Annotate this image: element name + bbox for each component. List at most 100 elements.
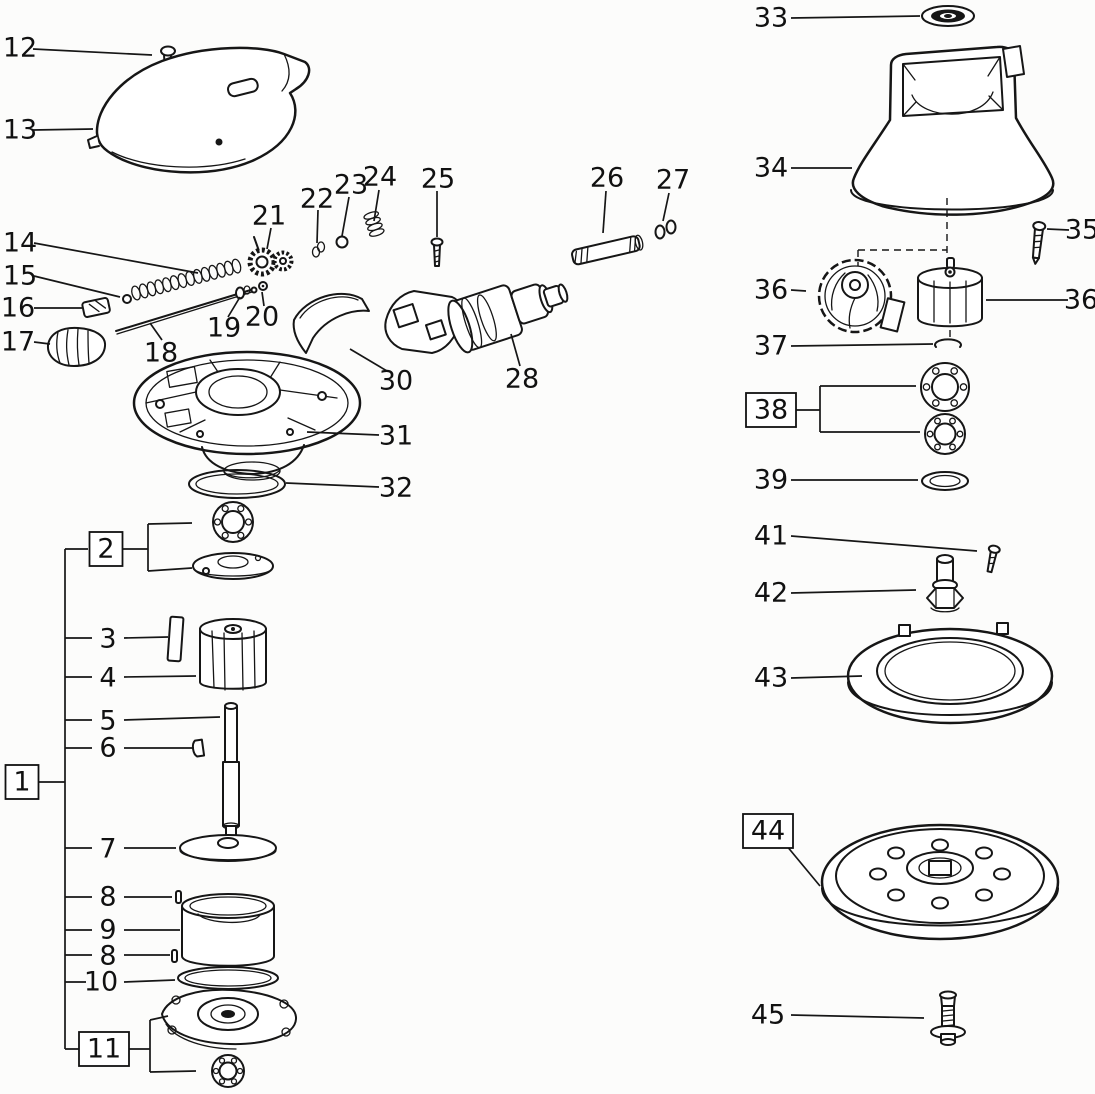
- part-label-1: 1: [13, 767, 30, 798]
- part-6-key-drawing: [191, 738, 206, 758]
- part-label-13: 13: [3, 115, 37, 146]
- leader-line: [123, 979, 176, 983]
- part-13-top-cover-drawing: [87, 46, 311, 174]
- part-label-25: 25: [421, 164, 455, 195]
- part-4-rotor-drawing: [199, 618, 267, 691]
- leader-line: [123, 636, 169, 639]
- part-44-sanding-pad-drawing: [820, 823, 1060, 941]
- part-label-45: 45: [751, 1000, 785, 1031]
- part-label-16: 16: [1, 293, 35, 324]
- part-label-8: 8: [99, 882, 116, 913]
- part-11-plate-and-bearing-drawing: [161, 988, 298, 1088]
- part-35-screw-drawing: [1031, 221, 1047, 265]
- part-label-36: 36: [754, 275, 788, 306]
- leader-line: [790, 15, 921, 19]
- leader-line: [785, 844, 821, 887]
- part-label-30: 30: [379, 366, 413, 397]
- part-label-38: 38: [754, 395, 788, 426]
- part-label-15: 15: [3, 261, 37, 292]
- part-label-28: 28: [505, 364, 539, 395]
- leader-line: [123, 716, 221, 721]
- part-label-box-11: [78, 1031, 130, 1067]
- part-label-14: 14: [3, 228, 37, 259]
- part-8-clip-top-drawing: [175, 890, 182, 904]
- part-label-37: 37: [754, 331, 788, 362]
- leader-line: [341, 196, 350, 237]
- part-label-35: 35: [1065, 215, 1095, 246]
- part-39-washer-drawing: [921, 471, 969, 491]
- part-2-bearing-and-flange-drawing: [192, 501, 274, 580]
- leader-line: [662, 192, 670, 222]
- part-20-bead-drawing: [258, 281, 268, 291]
- part-label-31: 31: [379, 421, 413, 452]
- part-label-box-38: [745, 392, 797, 428]
- leader-line: [373, 189, 380, 222]
- part-22-spring-drawing: [311, 241, 326, 258]
- part-label-19: 19: [207, 313, 241, 344]
- leader-line: [602, 190, 607, 234]
- leader-line: [1046, 228, 1070, 231]
- leader-line: [33, 275, 121, 298]
- part-label-18: 18: [144, 338, 178, 369]
- part-label-42: 42: [754, 578, 788, 609]
- leader-line: [790, 675, 863, 679]
- part-label-3: 3: [99, 624, 116, 655]
- part-38-bearings-drawing: [920, 362, 970, 455]
- part-label-2: 2: [97, 534, 114, 565]
- part-25-screw-drawing: [430, 237, 444, 267]
- part-label-box-1: [4, 764, 40, 800]
- leader-line: [32, 48, 153, 56]
- part-26-roll-pin-drawing: [571, 234, 644, 266]
- leader-line: [349, 348, 388, 372]
- leader-line: [147, 567, 193, 572]
- leader-line: [149, 1015, 169, 1021]
- part-label-27: 27: [656, 165, 690, 196]
- part-34-bell-housing-drawing: [850, 45, 1055, 216]
- part-45-bolt-drawing: [930, 990, 966, 1046]
- part-9-cylinder-drawing: [181, 893, 275, 967]
- part-43-retainer-ring-drawing: [846, 622, 1054, 725]
- part-label-33: 33: [754, 3, 788, 34]
- leader-line: [149, 322, 163, 341]
- part-label-36: 36: [1064, 285, 1095, 316]
- leader-line: [123, 675, 197, 678]
- part-17-grip-drawing: [46, 326, 107, 367]
- part-label-box-2: [88, 531, 124, 567]
- part-5-shaft-drawing: [222, 702, 240, 830]
- part-24-spring-drawing: [363, 211, 385, 237]
- part-label-8: 8: [99, 941, 116, 972]
- part-10-ring-drawing: [177, 966, 279, 990]
- part-label-17: 17: [1, 327, 35, 358]
- part-19-ring-drawing: [235, 285, 251, 300]
- leader-line: [227, 296, 241, 318]
- part-33-washer-drawing: [921, 5, 975, 27]
- leader-line: [790, 343, 934, 347]
- part-18-rod-drawing: [115, 286, 258, 335]
- part-label-10: 10: [84, 967, 118, 998]
- part-label-11: 11: [87, 1034, 121, 1065]
- part-label-34: 34: [754, 153, 788, 184]
- leader-lines-layer: [32, 15, 1070, 1073]
- leader-line: [285, 482, 380, 488]
- part-label-43: 43: [754, 663, 788, 694]
- part-36-fan-drawing: [817, 258, 906, 334]
- leader-line: [790, 589, 917, 594]
- part-31-housing-drawing: [132, 350, 362, 481]
- leader-line: [149, 1070, 197, 1073]
- part-label-26: 26: [590, 163, 624, 194]
- part-41-screw-drawing: [986, 544, 1001, 574]
- leader-line: [790, 535, 978, 552]
- part-label-20: 20: [245, 302, 279, 333]
- part-label-24: 24: [363, 162, 397, 193]
- part-label-44: 44: [751, 816, 785, 847]
- part-37-c-ring-drawing: [934, 338, 962, 348]
- part-label-4: 4: [99, 663, 116, 694]
- part-8-clip-bottom-drawing: [171, 949, 178, 963]
- part-15-pin-drawing: [122, 294, 132, 304]
- part-label-41: 41: [754, 521, 788, 552]
- part-28-valve-assembly-drawing: [384, 283, 569, 354]
- part-27-clips-drawing: [654, 219, 677, 240]
- leader-line: [261, 291, 265, 307]
